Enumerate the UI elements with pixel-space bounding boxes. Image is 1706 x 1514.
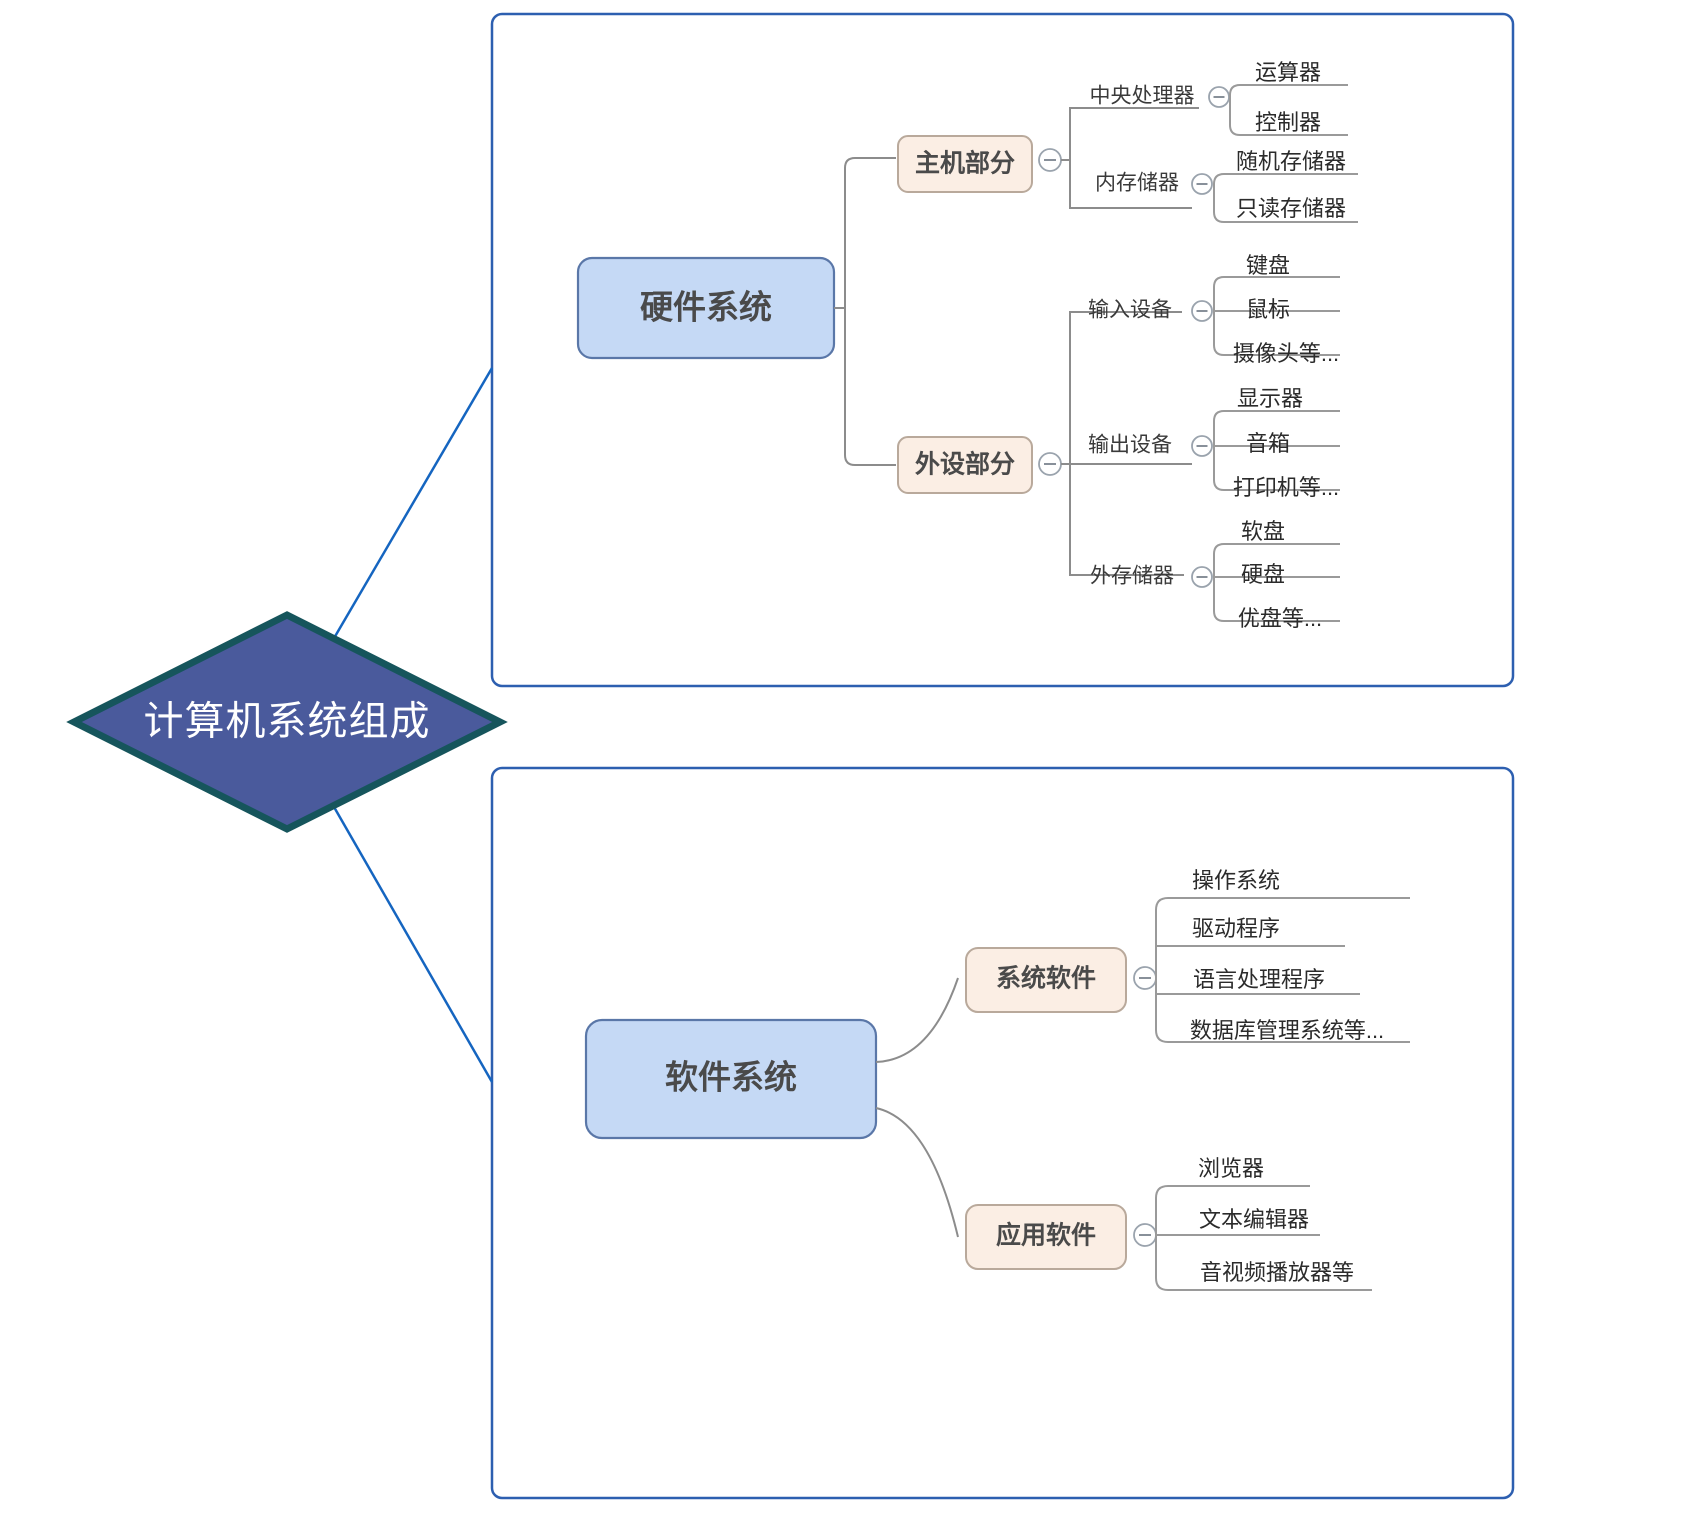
system-software-collapse-toggle[interactable] [1133, 966, 1157, 990]
hardware-panel-border [490, 12, 1515, 688]
leaf-floppy: 软盘 [1241, 519, 1285, 544]
input-device-collapse-toggle[interactable] [1191, 300, 1213, 322]
node-memory-label: 内存储器 [1095, 172, 1179, 195]
root-to-hardware-link [328, 367, 494, 646]
sw-root-branch-app [875, 1107, 959, 1238]
application-software-leaf-connector [1155, 1185, 1372, 1291]
leaf-operating-system: 操作系统 [1192, 868, 1280, 893]
leaf-printer: 打印机等... [1233, 475, 1339, 500]
memory-leaf-connector [1213, 173, 1358, 223]
leaf-database-management: 数据库管理系统等... [1190, 1018, 1384, 1043]
host-branch-mem [1061, 159, 1192, 209]
output-device-collapse-toggle[interactable] [1191, 435, 1213, 457]
output-leaf-connector [1213, 410, 1340, 491]
leaf-text-editor: 文本编辑器 [1199, 1207, 1309, 1232]
leaf-rom: 只读存储器 [1236, 196, 1346, 221]
node-application-software-label: 应用软件 [996, 1221, 1096, 1250]
cpu-collapse-toggle[interactable] [1208, 86, 1230, 108]
periph-branch-storage [1061, 463, 1184, 576]
external-storage-collapse-toggle[interactable] [1191, 566, 1213, 588]
cpu-leaf-connector [1229, 84, 1348, 136]
node-host-part-label: 主机部分 [915, 149, 1015, 178]
host-part-collapse-toggle[interactable] [1038, 148, 1062, 172]
leaf-mouse: 鼠标 [1246, 297, 1290, 322]
hw-root-branch-line [834, 157, 896, 309]
leaf-camera: 摄像头等... [1233, 341, 1339, 366]
software-panel-border [490, 766, 1515, 1500]
host-branch-cpu [1061, 107, 1199, 161]
leaf-driver-program: 驱动程序 [1192, 916, 1280, 941]
storage-leaf-connector [1213, 543, 1340, 622]
node-output-device-label: 输出设备 [1088, 434, 1172, 457]
application-software-collapse-toggle[interactable] [1133, 1223, 1157, 1247]
node-system-software[interactable] [965, 947, 1127, 1013]
leaf-controller: 控制器 [1255, 110, 1321, 135]
leaf-ram: 随机存储器 [1236, 149, 1346, 174]
node-application-software[interactable] [965, 1204, 1127, 1270]
leaf-media-player: 音视频播放器等 [1200, 1260, 1354, 1285]
node-software-system[interactable] [584, 1018, 878, 1140]
node-cpu-label: 中央处理器 [1090, 85, 1195, 108]
root-diamond[interactable] [66, 611, 508, 833]
input-leaf-connector [1213, 276, 1340, 356]
node-input-device-label: 输入设备 [1088, 299, 1172, 322]
leaf-monitor: 显示器 [1237, 386, 1303, 411]
node-peripheral-part[interactable] [897, 436, 1033, 494]
node-hardware-system-label: 硬件系统 [640, 289, 772, 326]
node-system-software-label: 系统软件 [996, 964, 1096, 993]
peripheral-part-collapse-toggle[interactable] [1038, 452, 1062, 476]
node-software-system-label: 软件系统 [665, 1059, 797, 1096]
node-external-storage-label: 外存储器 [1090, 565, 1174, 588]
leaf-alu: 运算器 [1255, 60, 1321, 85]
node-peripheral-part-label: 外设部分 [915, 450, 1015, 479]
hw-root-branch-line2 [834, 307, 896, 466]
leaf-speaker: 音箱 [1246, 431, 1290, 456]
sw-root-branch-sys [875, 977, 959, 1063]
root-label: 计算机系统组成 [144, 700, 431, 744]
leaf-usbdrive: 优盘等... [1238, 606, 1322, 631]
memory-collapse-toggle[interactable] [1191, 173, 1213, 195]
leaf-language-processor: 语言处理程序 [1193, 967, 1325, 992]
leaf-harddisk: 硬盘 [1241, 562, 1285, 587]
leaf-browser: 浏览器 [1198, 1156, 1264, 1181]
system-software-leaf-connector [1155, 897, 1410, 1043]
leaf-keyboard: 键盘 [1246, 253, 1290, 278]
root-to-software-link [328, 799, 494, 1083]
node-host-part[interactable] [897, 135, 1033, 193]
